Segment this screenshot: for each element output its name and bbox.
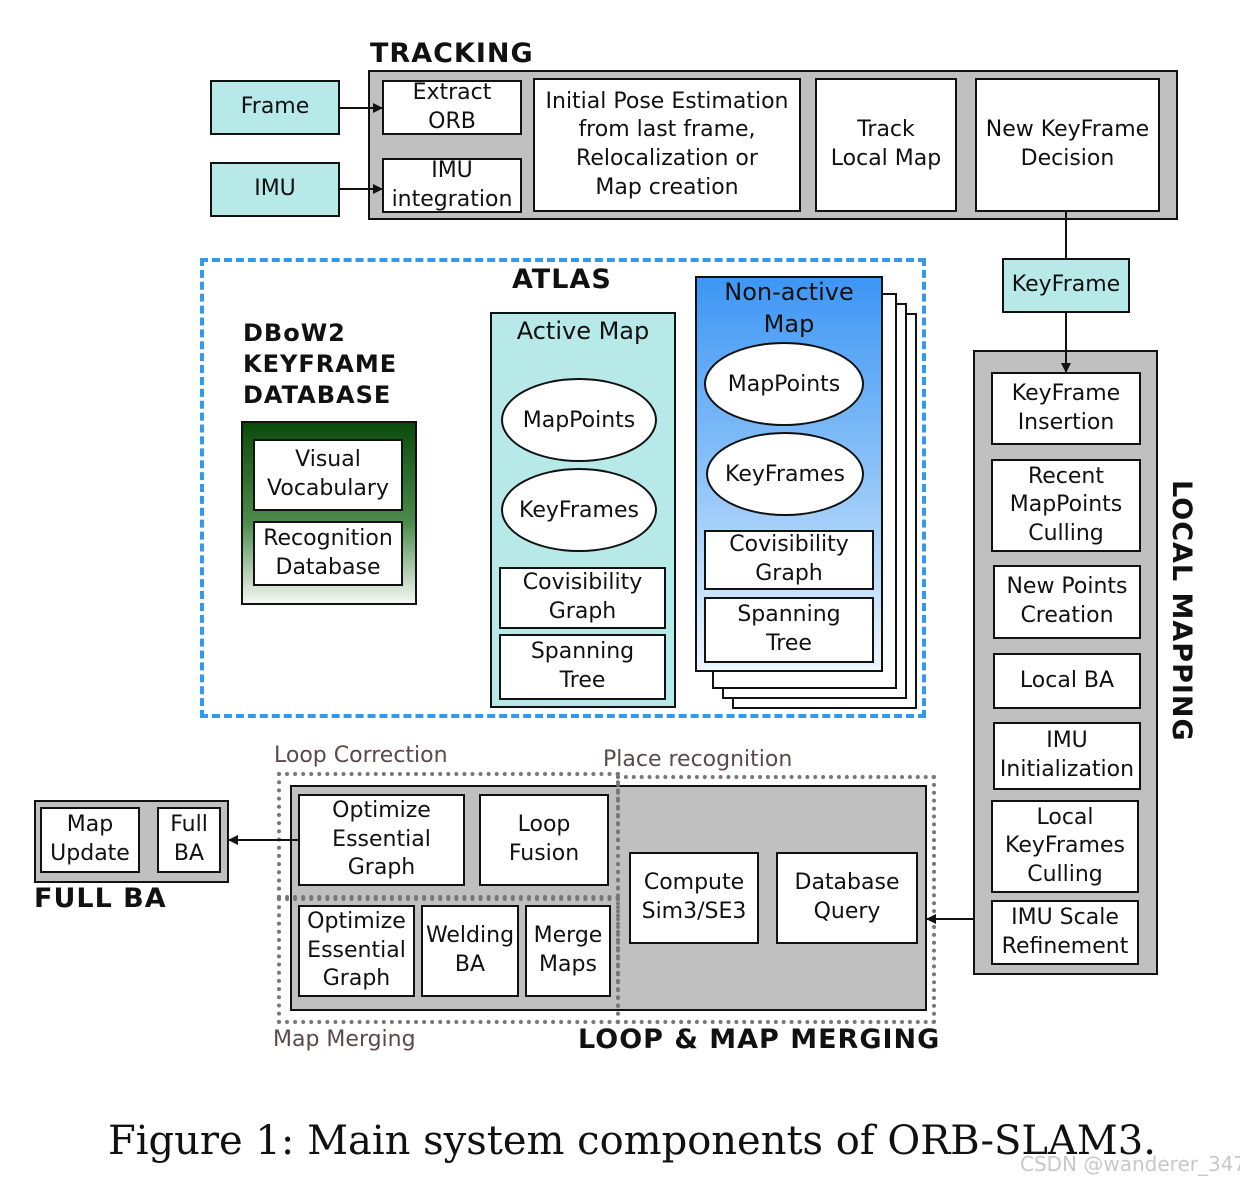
atlas-frame bbox=[200, 258, 926, 718]
loop-correction-label: Loop Correction bbox=[274, 743, 448, 768]
extract-orb-block: Extract ORB bbox=[382, 80, 522, 135]
imu-input: IMU bbox=[210, 162, 340, 217]
initial-pose-block: Initial Pose Estimation from last frame,… bbox=[533, 78, 801, 212]
local-keyframes-culling-block: Local KeyFrames Culling bbox=[991, 800, 1139, 893]
place-recognition-label: Place recognition bbox=[603, 747, 793, 772]
active-covisibility-block: Covisibility Graph bbox=[499, 567, 666, 629]
imu-integration-block: IMU integration bbox=[382, 158, 522, 213]
imu-initialization-block: IMU Initialization bbox=[993, 722, 1141, 790]
database-query-block: Database Query bbox=[776, 852, 918, 944]
visual-vocabulary-block: Visual Vocabulary bbox=[253, 439, 403, 511]
merge-maps-block: Merge Maps bbox=[525, 905, 611, 997]
nonactive-map-title: Non-active Map bbox=[724, 278, 854, 339]
map-update-block: Map Update bbox=[40, 807, 140, 873]
map-merging-label: Map Merging bbox=[273, 1027, 416, 1052]
recognition-database-block: Recognition Database bbox=[253, 521, 403, 586]
track-local-map-block: Track Local Map bbox=[815, 78, 957, 212]
active-keyframes-node: KeyFrames bbox=[501, 468, 657, 552]
welding-ba-block: Welding BA bbox=[421, 905, 519, 997]
new-keyframe-decision-block: New KeyFrame Decision bbox=[975, 78, 1160, 212]
compute-sim3-block: Compute Sim3/SE3 bbox=[629, 852, 759, 944]
nonactive-spanning-block: Spanning Tree bbox=[704, 597, 874, 663]
nonactive-keyframes-node: KeyFrames bbox=[706, 432, 864, 516]
tracking-title: TRACKING bbox=[370, 38, 534, 69]
keyframe-insertion-block: KeyFrame Insertion bbox=[991, 372, 1141, 445]
nonactive-mappoints-node: MapPoints bbox=[704, 342, 864, 426]
recent-mappoints-culling-block: Recent MapPoints Culling bbox=[991, 459, 1141, 552]
imu-scale-refinement-block: IMU Scale Refinement bbox=[991, 900, 1139, 965]
watermark: CSDN @wanderer_347 bbox=[1020, 1152, 1240, 1176]
optimize-essential-graph-block: Optimize Essential Graph bbox=[298, 794, 465, 886]
active-mappoints-node: MapPoints bbox=[501, 378, 657, 462]
active-map-title: Active Map bbox=[516, 317, 650, 345]
loop-merging-title: LOOP & MAP MERGING bbox=[578, 1024, 941, 1055]
active-spanning-block: Spanning Tree bbox=[499, 634, 666, 700]
full-ba-block: Full BA bbox=[157, 807, 221, 873]
keyframe-node: KeyFrame bbox=[1002, 258, 1130, 313]
full-ba-title: FULL BA bbox=[34, 883, 167, 914]
place-recognition-region bbox=[616, 775, 936, 1024]
dbow2-title: DBoW2 KEYFRAME DATABASE bbox=[243, 319, 398, 410]
new-points-creation-block: New Points Creation bbox=[993, 565, 1141, 639]
loop-fusion-block: Loop Fusion bbox=[479, 794, 609, 886]
figure-caption: Figure 1: Main system components of ORB-… bbox=[108, 1118, 1156, 1164]
atlas-title: ATLAS bbox=[512, 264, 612, 295]
nonactive-covisibility-block: Covisibility Graph bbox=[704, 530, 874, 590]
optimize-essential-graph-merge-block: Optimize Essential Graph bbox=[298, 905, 415, 997]
local-ba-block: Local BA bbox=[993, 653, 1141, 709]
local-mapping-title: LOCAL MAPPING bbox=[1166, 480, 1197, 742]
frame-input: Frame bbox=[210, 80, 340, 135]
